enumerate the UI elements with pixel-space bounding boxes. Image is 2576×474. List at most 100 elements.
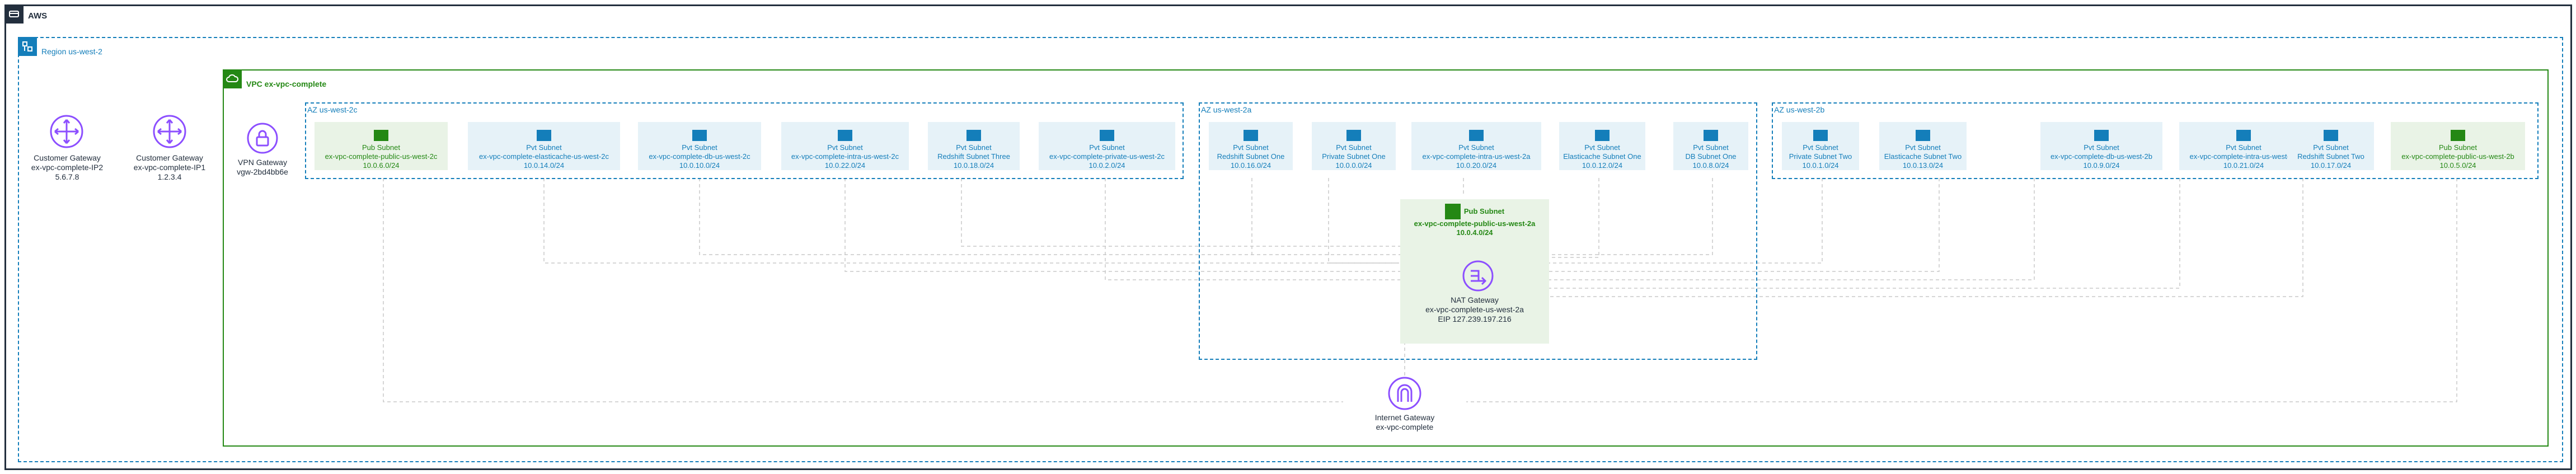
lock-icon [692,130,707,141]
nat-eip: EIP 127.239.197.216 [1438,315,1512,323]
subnet-cidr: 10.0.17.0/24 [2310,161,2352,170]
igw-name: ex-vpc-complete [1376,423,1434,431]
subnet-card: Pvt Subnet Redshift Subnet Three 10.0.18… [928,122,1020,170]
subnet-name: ex-vpc-complete-public-us-west-2b [2401,152,2514,161]
subnet-card: Pvt Subnet ex-vpc-complete-db-us-west-2c… [638,122,761,170]
subnet-name: DB Subnet One [1685,152,1737,161]
lock-icon [1813,130,1828,141]
subnet-name: ex-vpc-complete-public-us-west-2c [325,152,438,161]
subnet-cidr: 10.0.14.0/24 [523,161,565,170]
subnet-cidr: 10.0.18.0/24 [953,161,994,170]
subnet-card: Pvt Subnet Private Subnet Two 10.0.1.0/2… [1782,122,1859,170]
vpn-gateway-label: VPN Gateway vgw-2bd4bb6e [224,158,301,177]
lock-icon [537,130,551,141]
subnet-type: Pvt Subnet [2084,143,2119,152]
lock-icon [966,130,981,141]
cgw2-name: ex-vpc-complete-IP2 [31,163,104,172]
lock-icon [1595,130,1610,141]
lock-icon [2451,130,2465,141]
subnet-name: Elasticache Subnet Two [1884,152,1962,161]
nat-gateway-label: NAT Gateway ex-vpc-complete-us-west-2a E… [1406,295,1543,324]
subnet-cidr: 10.0.10.0/24 [679,161,720,170]
subnet-cidr: 10.0.0.0/24 [1335,161,1372,170]
subnet-cidr: 10.0.1.0/24 [1802,161,1839,170]
subnet-card: Pvt Subnet ex-vpc-complete-intra-us-west… [1411,122,1541,170]
subnet-type: Pvt Subnet [1584,143,1620,152]
subnet-card: Pvt Subnet ex-vpc-complete-elasticache-u… [468,122,620,170]
aws-cloud-group [4,4,2572,470]
lock-icon [1346,130,1361,141]
lock-icon [1916,130,1930,141]
subnet-cidr: 10.0.9.0/24 [2083,161,2120,170]
subnet-name: ex-vpc-complete-intra-us-west-2a [1422,152,1531,161]
subnet-name: ex-vpc-complete-db-us-west-2c [649,152,750,161]
customer-gateway-2-label: Customer Gateway ex-vpc-complete-IP2 5.6… [17,153,118,182]
vpc-cloud-icon [223,69,242,88]
vpn-gateway-icon [246,122,279,154]
subnet-cidr: 10.0.2.0/24 [1088,161,1125,170]
subnet-type: Pvt Subnet [2313,143,2349,152]
subnet-name: Redshift Subnet Two [2297,152,2364,161]
subnet-card: Pvt Subnet DB Subnet One 10.0.8.0/24 [1673,122,1748,170]
region-group [18,37,2563,462]
subnet-cidr: 10.0.16.0/24 [1230,161,1271,170]
subnet-type: Pvt Subnet [1803,143,1838,152]
subnet-card: Pvt Subnet Private Subnet One 10.0.0.0/2… [1312,122,1396,170]
vgw-type: VPN Gateway [238,158,287,167]
cgw1-type: Customer Gateway [136,153,203,162]
subnet-type: Pvt Subnet [2226,143,2261,152]
subnet-card: Pub Subnet ex-vpc-complete-public-us-wes… [2391,122,2525,170]
subnet-card: Pvt Subnet ex-vpc-complete-intra-us-west… [781,122,909,170]
subnet-name: ex-vpc-complete-elasticache-us-west-2c [479,152,609,161]
lock-icon [2324,130,2338,141]
nat-gateway-icon [1462,260,1494,292]
subnet-type: Pvt Subnet [1336,143,1372,152]
subnet-card: Pvt Subnet Elasticache Subnet Two 10.0.1… [1879,122,1967,170]
subnet-card: Pvt Subnet ex-vpc-complete-private-us-we… [1039,122,1175,170]
nat-name: ex-vpc-complete-us-west-2a [1425,305,1524,314]
az-us-west-2a-title: AZ us-west-2a [1201,105,1252,114]
lock-icon [1704,130,1718,141]
region-flag-icon [18,37,37,56]
subnet-type: Pvt Subnet [1233,143,1269,152]
customer-gateway-icon [49,114,84,149]
subnet-type: Pub Subnet [362,143,400,152]
subnet-card: Pvt Subnet Redshift Subnet Two 10.0.17.0… [2288,122,2374,170]
subnet-name: Elasticache Subnet One [1563,152,1641,161]
subnet-name: Redshift Subnet Three [937,152,1010,161]
subnet-cidr: 10.0.21.0/24 [2223,161,2264,170]
vgw-id: vgw-2bd4bb6e [237,167,288,176]
internet-gateway-icon [1387,376,1422,411]
subnet-type: Pvt Subnet [1089,143,1125,152]
lock-icon [2094,130,2109,141]
subnet-name: ex-vpc-complete-private-us-west-2c [1049,152,1165,161]
subnet-type: Pvt Subnet [956,143,992,152]
aws-title: AWS [28,11,48,21]
subnet-card: Pvt Subnet ex-vpc-complete-db-us-west-2b… [2040,122,2162,170]
subnet-card: Pub Subnet ex-vpc-complete-public-us-wes… [315,122,448,170]
lock-icon [838,130,852,141]
az-us-west-2a [1199,102,1757,360]
customer-gateway-icon [152,114,187,149]
aws-cloud-icon [4,4,24,24]
cgw2-ip: 5.6.7.8 [55,172,79,181]
lock-icon [1444,204,1461,219]
subnet-name: ex-vpc-complete-db-us-west-2b [2050,152,2153,161]
subnet-cidr: 10.0.20.0/24 [1456,161,1497,170]
subnet-card: Pvt Subnet Elasticache Subnet One 10.0.1… [1559,122,1645,170]
az-us-west-2b-title: AZ us-west-2b [1774,105,1825,114]
vpc-title: VPC ex-vpc-complete [246,79,327,88]
subnet-name: Redshift Subnet One [1217,152,1285,161]
subnet-type: Pub Subnet [2439,143,2477,152]
subnet-type: Pvt Subnet [1458,143,1494,152]
subnet-type: Pvt Subnet [827,143,863,152]
subnet-name: Private Subnet One [1322,152,1386,161]
lock-icon [2236,130,2251,141]
lock-icon [1469,130,1484,141]
vpc-group [223,69,2549,447]
subnet-name: Private Subnet Two [1789,152,1852,161]
subnet-type: Pvt Subnet [682,143,717,152]
az-us-west-2c-title: AZ us-west-2c [307,105,358,114]
subnet-card: Pvt Subnet ex-vpc-complete-intra-us-west… [2179,122,2308,170]
subnet-type: Pvt Subnet [1693,143,1729,152]
